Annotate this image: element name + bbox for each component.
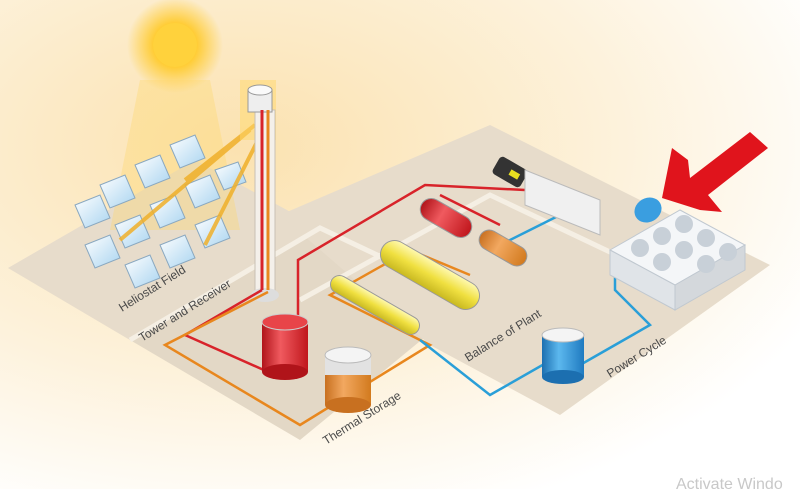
- cold-storage-tank: [324, 346, 372, 413]
- water-tank: [541, 327, 585, 384]
- red-pointer-arrow-icon: [662, 132, 768, 212]
- air-cooled-condenser: [608, 209, 747, 311]
- turbine-generator: [492, 156, 601, 236]
- water-droplet-marker: [634, 197, 662, 223]
- hot-storage-tank: [261, 313, 309, 380]
- activate-windows-watermark: Activate Windo: [676, 476, 783, 489]
- heat-exchangers: [329, 198, 528, 335]
- receiver-tower: [240, 80, 279, 302]
